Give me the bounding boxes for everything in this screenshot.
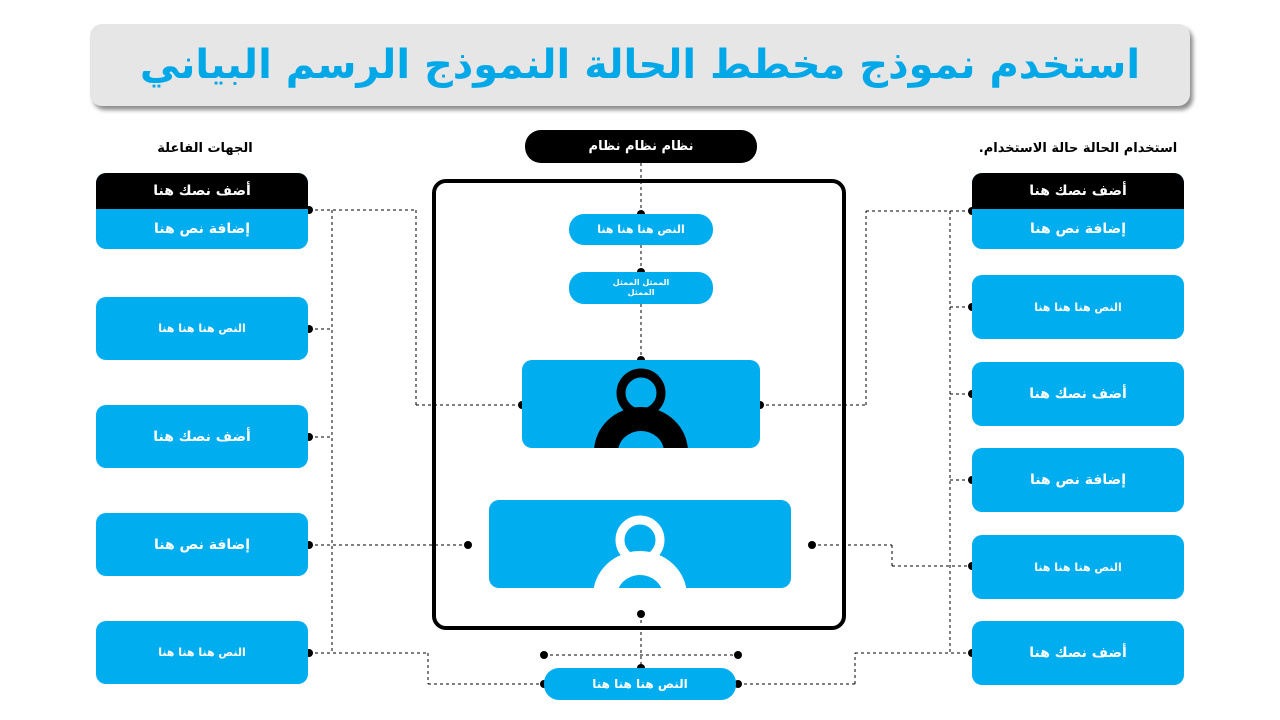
connector-dot (540, 651, 548, 659)
left-box-2-text: النص هنا هنا هنا (158, 322, 246, 335)
right-box-6-text: أضف نصك هنا (1029, 645, 1127, 661)
right-box-2-text: النص هنا هنا هنا (1034, 300, 1122, 314)
right-box-1[interactable]: أضف نصك هنا إضافة نص هنا (972, 173, 1184, 249)
left-box-2[interactable]: النص هنا هنا هنا (96, 297, 308, 360)
left-box-1[interactable]: أضف نصك هنا إضافة نص هنا (96, 173, 308, 249)
actor-box-2[interactable] (489, 500, 791, 588)
title-bar: استخدم نموذج مخطط الحالة النموذج الرسم ا… (90, 24, 1190, 106)
actor-box-1[interactable] (522, 360, 760, 448)
right-heading: استخدام الحالة حالة الاستخدام. (978, 141, 1178, 156)
left-box-3[interactable]: أضف نصك هنا (96, 405, 308, 468)
page-title: استخدم نموذج مخطط الحالة النموذج الرسم ا… (139, 42, 1141, 88)
left-box-1-header: أضف نصك هنا (96, 173, 308, 209)
person-icon-black (594, 368, 688, 448)
center-actor-pill[interactable]: الممثل الممثل الممثل (569, 272, 713, 304)
connector-dot (734, 651, 742, 659)
right-box-5-text: النص هنا هنا هنا (1034, 560, 1122, 574)
right-box-1-body: إضافة نص هنا (1029, 221, 1127, 237)
right-box-1-header: أضف نصك هنا (972, 173, 1184, 209)
left-box-4[interactable]: إضافة نص هنا (96, 513, 308, 576)
right-box-3[interactable]: أضف نصك هنا (972, 362, 1184, 426)
right-box-3-text: أضف نصك هنا (1029, 386, 1127, 402)
person-icon-white (593, 515, 687, 588)
left-box-5[interactable]: النص هنا هنا هنا (96, 621, 308, 684)
left-box-5-text: النص هنا هنا هنا (158, 646, 246, 659)
center-top-pill[interactable]: النص هنا هنا هنا (569, 214, 713, 245)
right-box-5[interactable]: النص هنا هنا هنا (972, 535, 1184, 599)
left-box-3-text: أضف نصك هنا (153, 428, 251, 445)
right-box-2[interactable]: النص هنا هنا هنا (972, 275, 1184, 339)
right-box-4-text: إضافة نص هنا (1029, 472, 1127, 488)
center-actor-pill-line2: الممثل (627, 288, 655, 297)
left-box-1-body: إضافة نص هنا (153, 221, 251, 237)
center-actor-pill-line1: الممثل الممثل (612, 278, 670, 287)
center-bottom-pill[interactable]: النص هنا هنا هنا (544, 668, 736, 700)
right-box-6[interactable]: أضف نصك هنا (972, 621, 1184, 685)
left-box-4-text: إضافة نص هنا (153, 536, 251, 553)
right-box-4[interactable]: إضافة نص هنا (972, 448, 1184, 512)
left-heading: الجهات الفاعلة (157, 141, 253, 156)
system-label: نظام نظام نظام (525, 130, 757, 163)
